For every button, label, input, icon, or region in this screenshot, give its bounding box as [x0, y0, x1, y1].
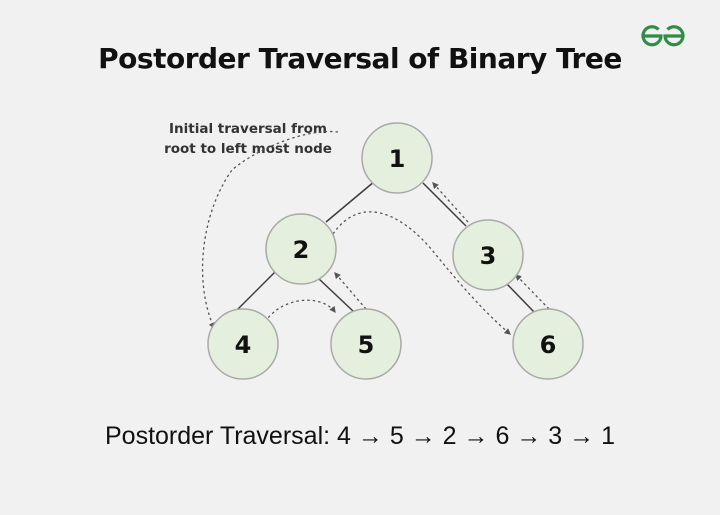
arrow-root-to-leftmost [201, 130, 339, 330]
traversal-step: 4 [337, 422, 351, 450]
node-circle [207, 308, 279, 380]
arrow-right-icon: → [350, 422, 390, 450]
node-label: 3 [480, 242, 497, 270]
arrow-3-to-1 [432, 182, 469, 223]
node-circle [265, 213, 337, 285]
geeksforgeeks-logo [641, 25, 685, 47]
tree-node-1: 1 [361, 122, 433, 194]
annotation-note: Initial traversal from root to left most… [164, 121, 332, 157]
arrow-right-icon: → [403, 422, 443, 450]
traversal-sequence: 4 → 5 → 2 → 6 → 3 → 1 [337, 422, 615, 450]
edge-2-5 [317, 277, 355, 313]
tree-node-5: 5 [330, 308, 402, 380]
node-circle [452, 219, 524, 291]
node-label: 4 [235, 331, 252, 359]
node-label: 2 [293, 236, 310, 264]
node-label: 6 [540, 331, 557, 359]
node-circle [330, 308, 402, 380]
tree-node-3: 3 [452, 219, 524, 291]
edge-1-2 [325, 180, 376, 223]
node-label: 1 [389, 145, 406, 173]
traversal-result: Postorder Traversal: 4 → 5 → 2 → 6 → 3 →… [0, 422, 720, 451]
arrow-right-icon: → [456, 422, 496, 450]
traversal-step: 6 [495, 422, 510, 450]
edge-1-3 [422, 182, 467, 227]
traversal-step: 1 [601, 422, 615, 450]
node-circle [512, 308, 584, 380]
traversal-arrows [201, 130, 550, 335]
edge-3-6 [504, 281, 537, 315]
traversal-label: Postorder Traversal: [104, 422, 331, 450]
traversal-step: 2 [442, 422, 457, 450]
arrow-5-to-2 [334, 272, 367, 310]
traversal-step: 5 [389, 422, 404, 450]
arrow-4-to-5 [264, 299, 336, 323]
diagram-title: Postorder Traversal of Binary Tree [98, 42, 622, 75]
arrow-right-icon: → [509, 422, 549, 450]
tree-node-2: 2 [265, 213, 337, 285]
arrow-right-icon: → [562, 422, 602, 450]
arrow-6-to-3 [515, 274, 550, 310]
node-circle [361, 122, 433, 194]
tree-node-4: 4 [207, 308, 279, 380]
traversal-step: 3 [548, 422, 563, 450]
arrow-2-to-6 [332, 211, 511, 335]
node-label: 5 [358, 331, 375, 359]
tree-node-6: 6 [512, 308, 584, 380]
